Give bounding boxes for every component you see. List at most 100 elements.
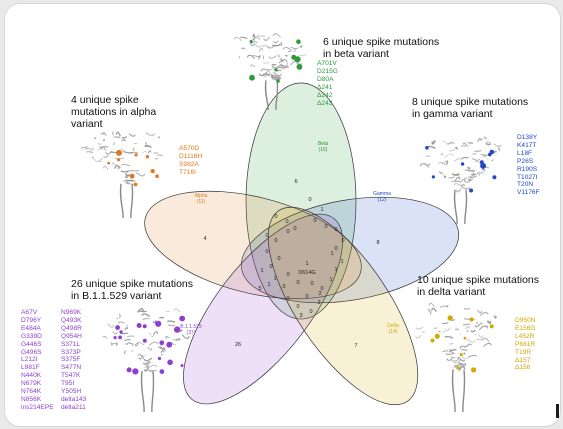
spike-ribbon (454, 158, 463, 162)
spike-ribbon (120, 164, 130, 167)
beta-caption-line2: in beta variant (323, 48, 389, 60)
unique-count-omicron: 26 (235, 342, 241, 348)
mutation-item: T1027I (517, 173, 538, 181)
alpha-caption-line1: 4 unique spike (71, 94, 139, 106)
spike-ribbon (143, 357, 153, 362)
set-label-alpha: Alpha (195, 193, 208, 199)
spike-ribbon (462, 323, 470, 326)
spike-ribbon (233, 36, 242, 42)
spike-ribbon (137, 310, 147, 313)
unique-count-gamma: 8 (376, 240, 379, 246)
spike-ribbon (452, 356, 457, 359)
omicron-caption: 26 unique spike mutations in B.1.1.529 v… (71, 278, 193, 302)
spike-ribbon (103, 139, 105, 142)
spike-ribbon (142, 317, 151, 321)
mutation-item: T95I (61, 380, 75, 388)
spike-ribbon (112, 141, 116, 146)
spike-ribbon (147, 346, 153, 351)
spike-ribbon (431, 140, 436, 145)
mutation-item: Q493K (61, 316, 82, 324)
spike-ribbon (476, 338, 484, 341)
mutation-site-marker (180, 364, 184, 368)
spike-ribbon (272, 33, 281, 38)
spike-ribbon (175, 338, 181, 342)
venn-region-count: 0 (324, 224, 327, 230)
spike-ribbon (476, 137, 482, 143)
spike-ribbon (136, 342, 145, 346)
omicron-caption-line1: 26 unique spike mutations (71, 278, 193, 290)
gamma-spike-structure (411, 134, 511, 225)
spike-ribbon (449, 148, 455, 152)
spike-ribbon (258, 48, 264, 52)
center-count: 1 (305, 261, 308, 267)
spike-ribbon (431, 307, 437, 312)
mutation-item: T19R (515, 348, 532, 356)
mutation-site-marker (274, 68, 278, 72)
venn-region-count: 0 (285, 219, 288, 225)
mutation-site-marker (447, 315, 453, 321)
beta-caption: 6 unique spike mutations in beta variant (323, 36, 439, 60)
spike-ribbon (103, 166, 109, 170)
spike-ribbon (91, 156, 95, 160)
spike-ribbon (485, 141, 492, 144)
mutation-item: R190S (517, 165, 538, 173)
spike-ribbon (470, 329, 476, 333)
mutation-item: Δ158 (515, 364, 531, 372)
spike-ribbon (145, 145, 151, 148)
unique-count-beta: 6 (294, 179, 297, 185)
spike-ribbon (449, 348, 457, 351)
venn-region-count: 0 (286, 229, 289, 235)
spike-ribbon (124, 350, 126, 355)
spike-ribbon (252, 38, 255, 41)
set-label-gamma: Gamma (373, 191, 391, 197)
spike-ribbon (438, 171, 444, 175)
mutation-item: N764K (21, 388, 42, 396)
venn-region-count: 2 (318, 291, 321, 297)
spike-ribbon (145, 132, 156, 136)
venn-region-count: 0 (310, 281, 313, 287)
spike-ribbon (156, 154, 163, 157)
spike-ribbon (446, 305, 449, 308)
mutation-site-marker (492, 175, 497, 180)
mutation-item: Δ241 (317, 83, 333, 91)
spike-ribbon (280, 41, 283, 47)
mutation-site-marker (142, 338, 147, 343)
spike-ribbon (419, 163, 430, 168)
spike-ribbon (250, 42, 256, 47)
venn-region-count: 0 (296, 304, 299, 310)
venn-region-count: 0 (274, 214, 277, 220)
spike-ribbon (121, 138, 127, 142)
spike-ribbon (460, 185, 471, 190)
mutation-site-marker (155, 320, 162, 327)
spike-ribbon (91, 147, 95, 150)
mutation-site-marker (291, 54, 297, 60)
mutation-item: L212I (21, 356, 38, 364)
mutation-site-marker (459, 353, 463, 357)
spike-ribbon (493, 143, 502, 147)
spike-ribbon (467, 175, 477, 179)
spike-ribbon (446, 357, 454, 361)
mutation-item: D138Y (517, 134, 538, 141)
spike-ribbon (166, 320, 176, 323)
spike-ribbon (282, 46, 293, 52)
spike-ribbon (439, 305, 447, 308)
center-label: D614G (298, 270, 315, 276)
set-count-alpha: (11) (197, 199, 206, 205)
spike-ribbon (147, 369, 157, 372)
spike-ribbon (433, 327, 438, 329)
spike-ribbon (117, 165, 121, 170)
spike-ribbon (143, 367, 149, 372)
spike-ribbon (97, 148, 104, 151)
venn-region-count: 0 (265, 249, 268, 255)
spike-ribbon (462, 355, 472, 360)
gamma-caption-line1: 8 unique spike mutations (412, 96, 529, 108)
spike-ribbon (142, 150, 147, 154)
spike-ribbon (120, 170, 129, 173)
mutation-item: T716I (179, 168, 196, 176)
mutation-site-marker (430, 338, 435, 343)
mutation-site-marker (296, 57, 301, 62)
spike-ribbon (294, 48, 296, 53)
spike-ribbon (444, 336, 453, 339)
